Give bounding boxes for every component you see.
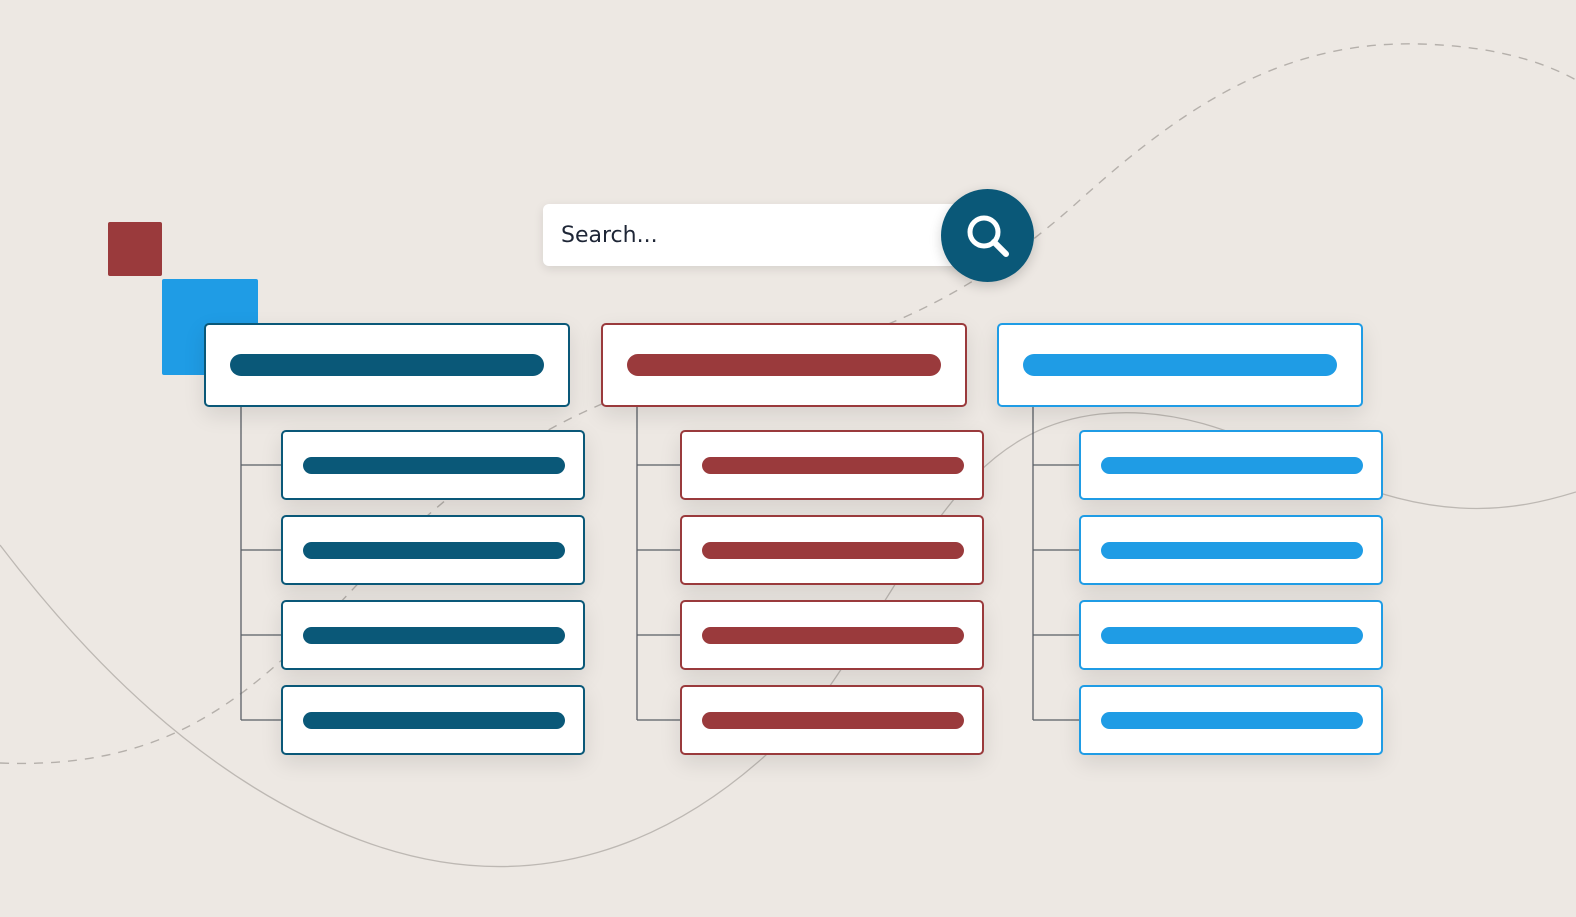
search-icon — [967, 215, 1009, 257]
category-card-sky[interactable] — [997, 323, 1363, 407]
subcategory-label-placeholder — [1101, 626, 1363, 644]
subcategory-label-placeholder — [702, 711, 964, 729]
subcategory-card-navy-1[interactable] — [281, 430, 585, 500]
category-title-placeholder — [627, 354, 941, 376]
subcategory-label-placeholder — [1101, 711, 1363, 729]
search-bar — [543, 204, 983, 266]
subcategory-label-placeholder — [303, 541, 565, 559]
subcategory-card-navy-4[interactable] — [281, 685, 585, 755]
decorative-red-square — [108, 222, 162, 276]
category-card-navy[interactable] — [204, 323, 570, 407]
subcategory-card-crimson-1[interactable] — [680, 430, 984, 500]
subcategory-label-placeholder — [303, 456, 565, 474]
subcategory-card-navy-3[interactable] — [281, 600, 585, 670]
subcategory-label-placeholder — [702, 456, 964, 474]
subcategory-card-sky-3[interactable] — [1079, 600, 1383, 670]
subcategory-label-placeholder — [1101, 541, 1363, 559]
subcategory-card-sky-4[interactable] — [1079, 685, 1383, 755]
category-card-crimson[interactable] — [601, 323, 967, 407]
category-title-placeholder — [230, 354, 544, 376]
subcategory-label-placeholder — [702, 541, 964, 559]
category-title-placeholder — [1023, 354, 1337, 376]
subcategory-label-placeholder — [702, 626, 964, 644]
search-button[interactable] — [941, 189, 1034, 282]
subcategory-card-crimson-2[interactable] — [680, 515, 984, 585]
subcategory-label-placeholder — [303, 711, 565, 729]
subcategory-card-crimson-3[interactable] — [680, 600, 984, 670]
subcategory-card-sky-1[interactable] — [1079, 430, 1383, 500]
subcategory-card-crimson-4[interactable] — [680, 685, 984, 755]
search-input[interactable] — [543, 204, 923, 266]
subcategory-label-placeholder — [303, 626, 565, 644]
subcategory-label-placeholder — [1101, 456, 1363, 474]
subcategory-card-sky-2[interactable] — [1079, 515, 1383, 585]
subcategory-card-navy-2[interactable] — [281, 515, 585, 585]
